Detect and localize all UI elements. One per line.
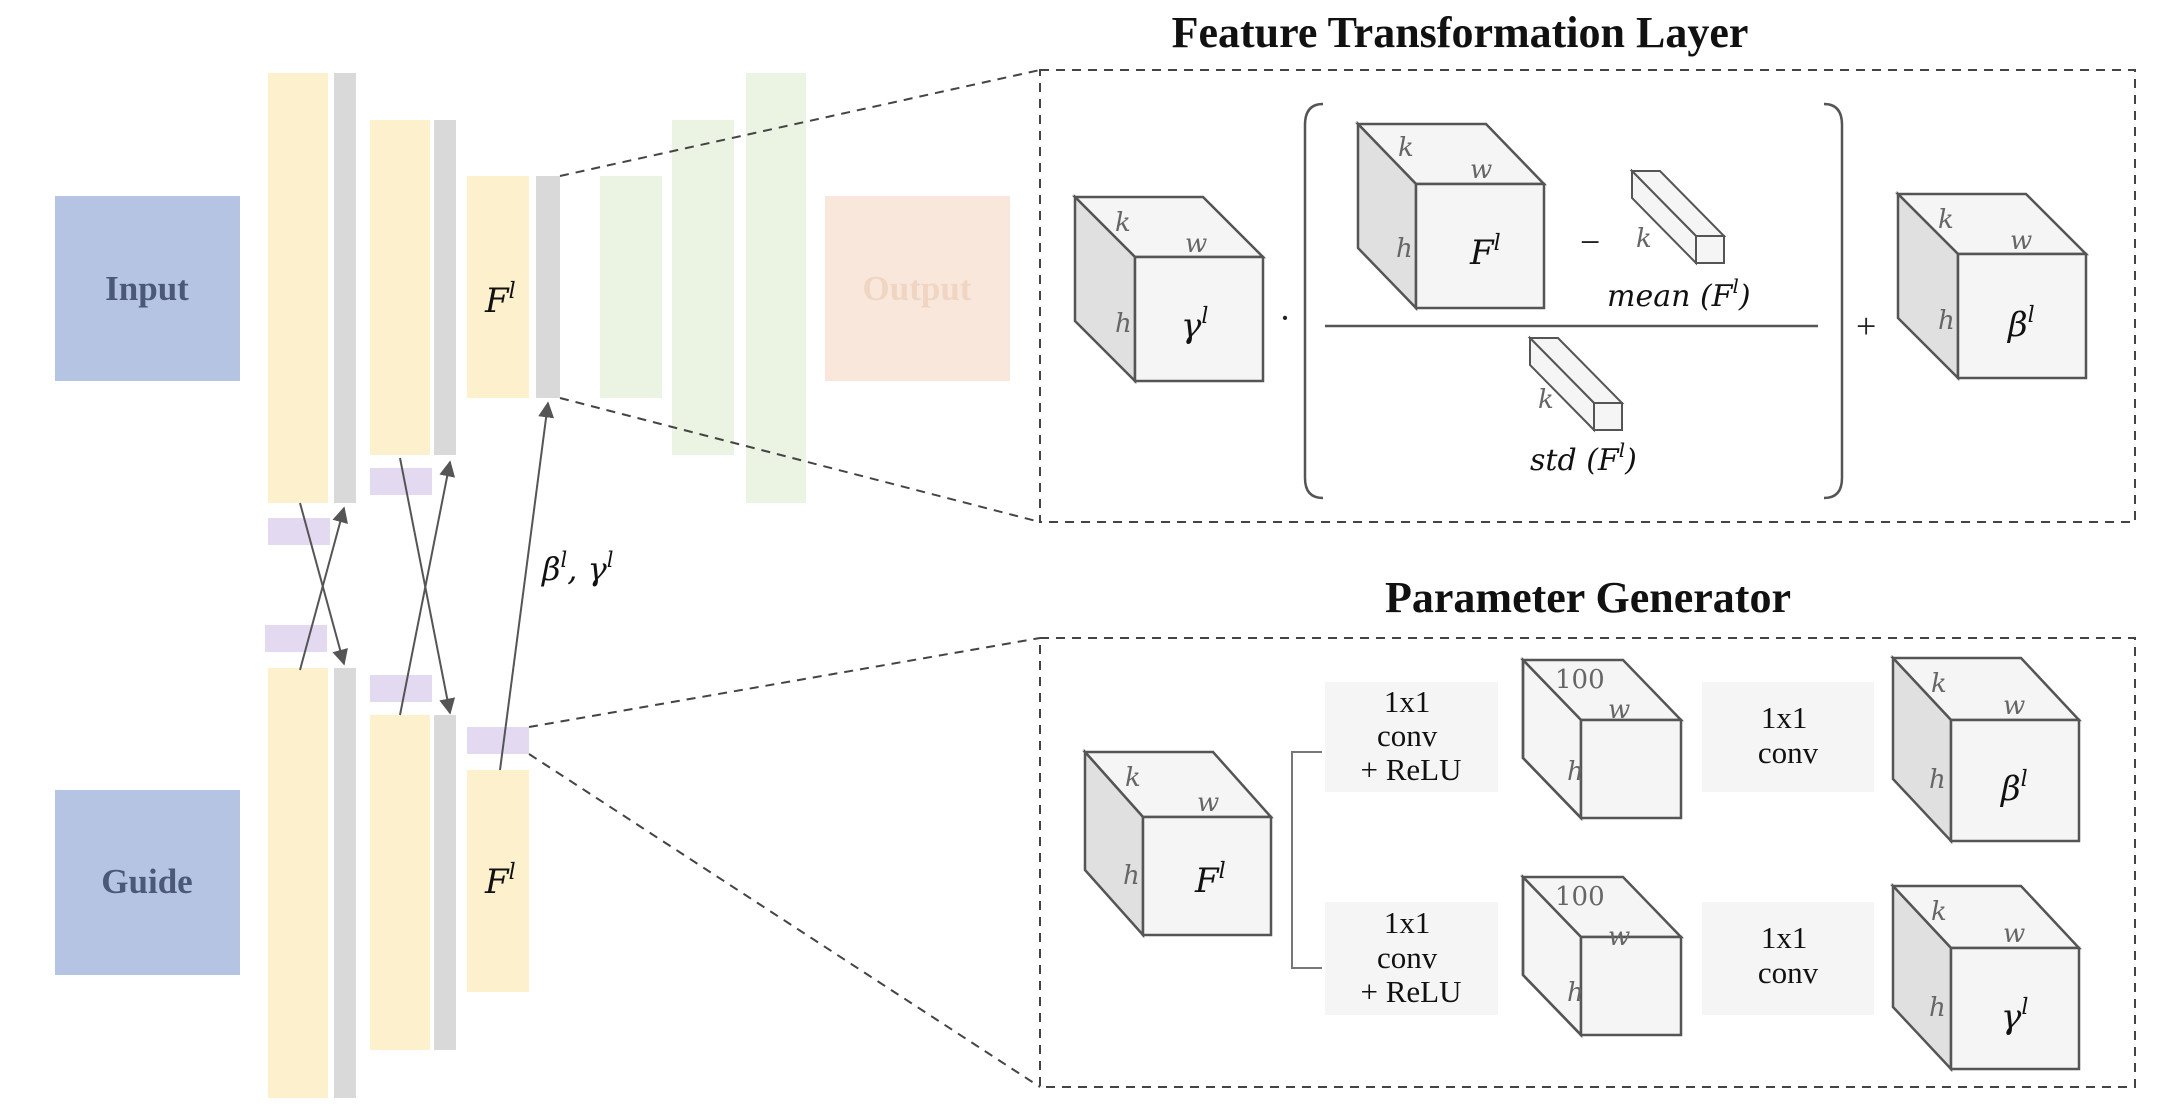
mean-bar-k: k: [1636, 224, 1652, 254]
pg-frame: [1039, 637, 2136, 1088]
beta-cube-symbol: βl: [2006, 303, 2035, 345]
beta-cube: k w h βl: [1894, 190, 2090, 382]
ftl-feature-cube-symbol: Fl: [1469, 231, 1501, 273]
output-box: [825, 196, 1010, 381]
conv-relu-box-top: [1325, 682, 1498, 792]
hidden-cube-bottom-channels: 100: [1555, 882, 1605, 912]
ftl-frame: [1039, 69, 2136, 523]
hidden-cube-top-h: h: [1567, 757, 1584, 787]
decoder-bar-3: [746, 73, 806, 503]
ftl-feature-cube-k: k: [1398, 133, 1414, 163]
hidden-cube-bottom: 100 w h: [1520, 873, 1684, 1039]
gamma-cube: k w h γl: [1071, 193, 1267, 385]
plus-operator: +: [1856, 306, 1876, 346]
hidden-cube-top-channels: 100: [1555, 665, 1605, 695]
conv-text-bottom: 1x1 conv: [1758, 920, 1819, 990]
pg-feature-cube-h: h: [1123, 861, 1140, 891]
decoder-bar-2: [672, 120, 734, 455]
pg-gamma-cube-k: k: [1931, 897, 1947, 927]
cross-arrows: [299, 401, 555, 771]
decoder-bar-1: [600, 176, 662, 398]
projection-lines: [528, 69, 1041, 1088]
bottom-norm-bar-1: [334, 668, 356, 1098]
bottom-feature-bar: [467, 770, 529, 992]
guide-label: Guide: [101, 862, 192, 901]
conv-relu-text-top: 1x1 conv + ReLU: [1361, 684, 1462, 787]
beta-gamma-label: βl, γl: [541, 548, 613, 588]
std-label: std (Fl): [1530, 438, 1637, 478]
input-box: [55, 196, 240, 381]
std-bar-k: k: [1538, 385, 1554, 415]
pg-gamma-cube-h: h: [1929, 993, 1946, 1023]
left-paren: [1303, 102, 1324, 500]
input-label: Input: [105, 269, 189, 308]
pg-feature-cube-w: w: [1197, 788, 1219, 818]
guide-box: [55, 790, 240, 975]
gamma-cube-symbol: γl: [1181, 304, 1208, 346]
bottom-norm-bar-2: [434, 715, 456, 1050]
right-paren: [1823, 102, 1844, 500]
pg-beta-cube-h: h: [1929, 765, 1946, 795]
pg-gamma-cube-w: w: [2003, 919, 2025, 949]
gamma-cube-h: h: [1115, 309, 1132, 339]
mean-label: mean (Fl): [1607, 274, 1751, 314]
output-label: Output: [863, 269, 972, 308]
ftl-feature-cube-w: w: [1470, 155, 1492, 185]
pg-title: Parameter Generator: [1385, 573, 1791, 622]
conv-relu-box-bottom: [1325, 902, 1498, 1015]
dot-operator: ·: [1279, 298, 1291, 338]
ftl-feature-cube-h: h: [1396, 234, 1413, 264]
ftl-feature-cube: k w h Fl: [1355, 120, 1547, 312]
mean-bar: k: [1629, 168, 1727, 266]
hidden-cube-bottom-h: h: [1567, 978, 1584, 1008]
minus-operator: −: [1580, 222, 1600, 262]
beta-cube-k: k: [1938, 205, 1954, 235]
beta-cube-h: h: [1938, 306, 1955, 336]
conv-relu-text-bottom: 1x1 conv + ReLU: [1361, 905, 1462, 1009]
conv-box-top: [1702, 682, 1874, 792]
hidden-cube-top: 100 w h: [1520, 656, 1684, 822]
hidden-cube-bottom-w: w: [1608, 922, 1630, 952]
bottom-feature-label: Fl: [484, 860, 516, 902]
ftl-panel: Feature Transformation Layer k w h γl · …: [1039, 8, 2136, 523]
top-feature-bar: [467, 176, 529, 398]
top-encoder-bar-2: [370, 120, 430, 455]
top-norm-bar-1: [334, 73, 356, 503]
bottom-encoder-bar-2: [370, 715, 430, 1050]
pg-beta-cube-symbol: βl: [1999, 767, 2028, 809]
top-norm-bar-3: [536, 176, 560, 398]
hidden-cube-top-w: w: [1608, 695, 1630, 725]
conv-box-bottom: [1702, 902, 1874, 1015]
network-left: Input Guide Output: [55, 69, 1041, 1098]
pg-panel: Parameter Generator k w h Fl 1x1 conv + …: [1039, 573, 2136, 1088]
pg-feature-cube-k: k: [1125, 763, 1141, 793]
pg-split-bracket: [1291, 751, 1322, 969]
pg-gamma-cube-symbol: γl: [2001, 995, 2028, 1037]
pg-beta-cube-w: w: [2003, 691, 2025, 721]
pg-beta-cube: k w h βl: [1890, 654, 2082, 845]
ftl-title: Feature Transformation Layer: [1172, 8, 1749, 57]
top-feature-label: Fl: [484, 279, 516, 321]
std-bar: k: [1527, 335, 1625, 433]
param-bar-top-1: [268, 518, 330, 545]
param-bar-top-2: [370, 468, 432, 495]
conv-text-top: 1x1 conv: [1758, 700, 1819, 770]
top-norm-bar-2: [434, 120, 456, 455]
top-encoder-bar-1: [268, 73, 328, 503]
pg-feature-cube: k w h Fl: [1082, 748, 1274, 939]
beta-cube-w: w: [2010, 226, 2032, 256]
pg-beta-cube-k: k: [1931, 669, 1947, 699]
pg-feature-cube-symbol: Fl: [1194, 859, 1226, 901]
param-bar-3: [467, 727, 529, 754]
param-bar-bottom-1: [265, 625, 327, 652]
pg-gamma-cube: k w h γl: [1890, 882, 2082, 1073]
gamma-cube-w: w: [1185, 229, 1207, 259]
param-bar-bottom-2: [370, 675, 432, 702]
bottom-encoder-bar-1: [268, 668, 328, 1098]
gamma-cube-k: k: [1115, 208, 1131, 238]
